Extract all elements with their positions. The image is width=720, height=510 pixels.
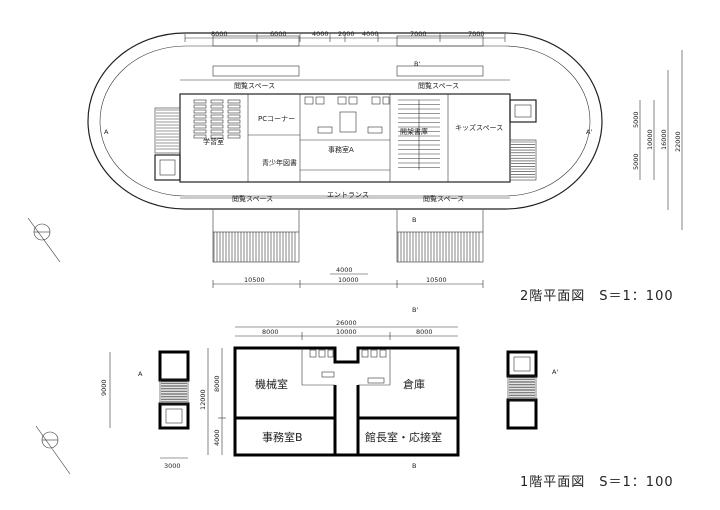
section-a-2f: A [104, 128, 109, 136]
first-floor-outline [233, 346, 460, 457]
right-stair-core-2f [509, 99, 537, 181]
right-dimensions-2f: 5000 5000 10000 16000 22000 [632, 50, 683, 230]
dim-right-1: 5000 [632, 111, 640, 128]
dim-bottom-2: 10000 [338, 276, 359, 284]
dim-1f-left-3: 12000 [199, 389, 207, 410]
second-floor-plan: 学習室 PCコーナー 青少年図書 事務室A 開架書庫 キッズスペース エントラン… [27, 30, 683, 404]
left-dimensions-1f: 8000 4000 12000 9000 3000 [100, 348, 226, 470]
north-arrow-2f [27, 217, 61, 263]
study-room-desks [193, 99, 241, 139]
bottom-dimensions-2f: 4000 10500 10000 10500 [212, 266, 484, 288]
section-b-prime-1f: B' [412, 306, 418, 314]
dim-1f-left-2: 4000 [213, 429, 221, 446]
floor2-title: 2階平面図 S＝1：100 [520, 289, 674, 304]
dim-top-5: 4000 [362, 30, 379, 38]
room-study: 学習室 [203, 137, 224, 146]
first-floor-plan: 機械室 倉庫 事務室B 館長室・応接室 26000 8000 10000 8 [35, 306, 674, 490]
dim-1f-total: 26000 [336, 319, 357, 327]
section-b-1f: B [412, 462, 416, 470]
room-reading-bottom-left: 閲覧スペース [232, 194, 273, 203]
section-a-1f: A [138, 370, 143, 378]
dim-top-4: 2000 [338, 30, 355, 38]
room-kids-space: キッズスペース [455, 123, 503, 132]
dim-bottom-1: 10500 [244, 276, 265, 284]
dim-right-2: 5000 [632, 153, 640, 170]
floor1-title: 1階平面図 S＝1：100 [520, 475, 674, 490]
room-reading-top-right: 閲覧スペース [418, 81, 459, 90]
room-director: 館長室・応接室 [365, 430, 442, 444]
room-youth-library: 青少年図書 [262, 158, 297, 167]
room-office-b: 事務室B [262, 430, 303, 444]
section-b-2f: B [412, 216, 416, 224]
dim-bottom-inner: 4000 [336, 266, 353, 274]
dim-top-2: 6000 [270, 30, 287, 38]
dim-1f-stair-width: 3000 [164, 462, 181, 470]
left-stair-core-2f [154, 107, 181, 181]
top-dimensions-2f: 8000 6000 4000 2000 4000 7000 7000 [184, 30, 506, 42]
north-arrow-1f [35, 425, 71, 475]
dim-right-3: 10000 [646, 129, 654, 150]
room-reading-top-left: 閲覧スペース [234, 81, 275, 90]
top-stair-bands [212, 35, 484, 77]
section-b-prime-2f: B' [414, 60, 420, 68]
room-machine-room: 機械室 [255, 377, 288, 391]
room-entrance: エントランス [327, 191, 369, 199]
top-dimensions-1f: 26000 8000 10000 8000 [235, 319, 458, 340]
dim-bottom-3: 10500 [426, 276, 447, 284]
room-reading-bottom-right: 閲覧スペース [423, 194, 464, 203]
first-floor-restroom-fixtures [309, 349, 387, 384]
right-stair-core-1f [506, 350, 538, 430]
dim-right-4: 16000 [660, 129, 668, 150]
section-a-prime-1f: A' [552, 368, 558, 376]
dim-right-5: 22000 [674, 131, 682, 152]
dim-1f-top-2: 10000 [336, 328, 357, 336]
left-stair-core-1f [158, 350, 190, 430]
room-storage: 倉庫 [403, 377, 425, 391]
dim-1f-stair-height: 9000 [100, 379, 108, 396]
room-open-stacks: 開架書庫 [400, 127, 428, 136]
dim-1f-top-1: 8000 [262, 328, 279, 336]
section-marks-1f: A A' B B' [138, 306, 558, 470]
restroom-fixtures [304, 96, 390, 134]
dim-top-6: 7000 [410, 30, 427, 38]
section-marks-2f: A A' B B' [104, 60, 592, 224]
dim-top-1: 8000 [211, 30, 228, 38]
dim-1f-top-3: 8000 [416, 328, 433, 336]
inner-track [99, 45, 591, 197]
outer-track [87, 32, 603, 210]
section-a-prime-2f: A' [586, 128, 592, 136]
room-pc-corner: PCコーナー [258, 115, 295, 123]
dim-1f-left-1: 8000 [213, 375, 221, 392]
open-stacks-shelves [398, 99, 440, 170]
room-office-a: 事務室A [328, 145, 354, 154]
dim-top-3: 4000 [312, 30, 329, 38]
dim-top-7: 7000 [468, 30, 485, 38]
